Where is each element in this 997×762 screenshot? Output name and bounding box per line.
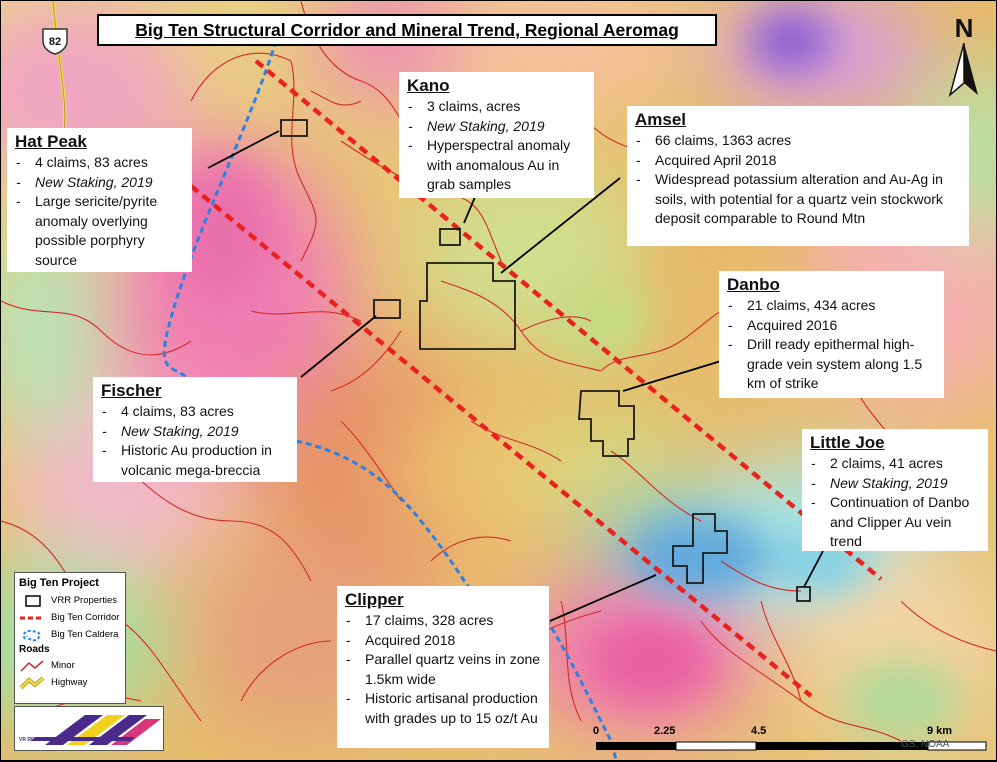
clipper-line: Acquired 2018: [345, 631, 541, 651]
danbo-name: Danbo: [727, 275, 780, 294]
callout-kano[interactable]: Kano 3 claims, acres New Staking, 2019 H…: [399, 72, 594, 198]
legend-row-properties: VRR Properties: [19, 592, 121, 609]
scale-bar-graphic: [596, 741, 987, 751]
highway-number: 82: [49, 36, 61, 48]
caldera-boundary-south: [295, 439, 483, 603]
callout-clipper[interactable]: Clipper 17 claims, 328 acres Acquired 20…: [337, 586, 549, 748]
hat-peak-name: Hat Peak: [15, 132, 87, 151]
scale-label: 9 km: [927, 725, 953, 737]
map-credit: GS, NOAA: [901, 739, 950, 750]
scale-label: 4.5: [751, 725, 767, 737]
callout-hat-peak[interactable]: Hat Peak 4 claims, 83 acres New Staking,…: [7, 128, 192, 272]
legend-title: Big Ten Project: [19, 577, 99, 589]
amsel-line: Widespread potassium alteration and Au-A…: [635, 170, 961, 229]
kano-line: Hyperspectral anomaly with anomalous Au …: [407, 136, 586, 195]
callout-amsel[interactable]: Amsel 66 claims, 1363 acres Acquired Apr…: [627, 106, 969, 246]
callout-danbo[interactable]: Danbo 21 claims, 434 acres Acquired 2016…: [719, 271, 944, 398]
north-label: N: [955, 13, 974, 43]
hat-peak-line: New Staking, 2019: [15, 173, 184, 193]
legend-label: Minor: [51, 660, 75, 671]
caldera-boundary-west: [162, 40, 278, 383]
map-legend: Big Ten Project VRR Properties Big Ten C…: [14, 572, 126, 704]
legend-roads-heading: Roads: [19, 644, 50, 655]
property-fischer[interactable]: [373, 299, 401, 319]
scale-label: 2.25: [654, 725, 676, 737]
minor-road-swatch-icon: [20, 659, 44, 672]
map-title: Big Ten Structural Corridor and Mineral …: [97, 14, 717, 46]
danbo-line: 21 claims, 434 acres: [727, 296, 936, 316]
fischer-line: New Staking, 2019: [101, 422, 289, 442]
vrr-properties: [280, 119, 811, 602]
vr-resources-logo: VR RESOURCES: [14, 706, 164, 751]
kano-line: New Staking, 2019: [407, 117, 586, 137]
hat-peak-line: 4 claims, 83 acres: [15, 153, 184, 173]
little-joe-name: Little Joe: [810, 433, 885, 452]
clipper-line: Historic artisanal production with grade…: [345, 689, 541, 728]
little-joe-line: 2 claims, 41 acres: [810, 454, 980, 474]
caldera-swatch-icon: [22, 629, 41, 641]
scale-label: 0: [593, 725, 600, 737]
clipper-line: Parallel quartz veins in zone 1.5km wide: [345, 650, 541, 689]
property-kano[interactable]: [439, 228, 461, 246]
fischer-line: 4 claims, 83 acres: [101, 402, 289, 422]
kano-name: Kano: [407, 76, 450, 95]
north-arrow-icon: N: [948, 13, 978, 98]
legend-label: VRR Properties: [51, 595, 117, 606]
corridor-swatch-icon: [20, 616, 44, 619]
leader-lines: [207, 130, 824, 622]
danbo-line: Acquired 2016: [727, 316, 936, 336]
hat-peak-line: Large sericite/pyrite anomaly overlying …: [15, 192, 184, 270]
legend-row-highway: Highway: [19, 674, 121, 691]
legend-row-corridor: Big Ten Corridor: [19, 609, 121, 626]
property-clipper[interactable]: [672, 513, 728, 584]
property-little-joe[interactable]: [796, 586, 811, 602]
logo-text: VR RESOURCES: [19, 737, 60, 743]
fischer-name: Fischer: [101, 381, 162, 400]
highway-shield-icon: 82: [42, 28, 68, 55]
little-joe-line: New Staking, 2019: [810, 474, 980, 494]
scale-bar: 0 2.25 4.5 9 km: [593, 725, 988, 755]
property-swatch-icon: [25, 594, 41, 607]
property-hat-peak[interactable]: [280, 119, 308, 137]
legend-label: Big Ten Corridor: [51, 612, 120, 623]
clipper-line: 17 claims, 328 acres: [345, 611, 541, 631]
fischer-line: Historic Au production in volcanic mega-…: [101, 441, 289, 480]
little-joe-line: Continuation of Danbo and Clipper Au vei…: [810, 493, 980, 552]
logo-mark-icon: [31, 715, 161, 745]
legend-label: Highway: [51, 677, 88, 688]
kano-line: 3 claims, acres: [407, 97, 586, 117]
legend-label: Big Ten Caldera: [51, 629, 119, 640]
amsel-line: 66 claims, 1363 acres: [635, 131, 961, 151]
corridor-line-north: [254, 59, 883, 581]
amsel-line: Acquired April 2018: [635, 151, 961, 171]
amsel-name: Amsel: [635, 110, 687, 129]
callout-fischer[interactable]: Fischer 4 claims, 83 acres New Staking, …: [93, 377, 297, 482]
clipper-name: Clipper: [345, 590, 404, 609]
property-danbo[interactable]: [578, 390, 635, 457]
caldera-boundary-southeast: [539, 610, 618, 760]
property-amsel[interactable]: [419, 262, 516, 350]
highway-swatch-icon: [19, 675, 45, 689]
legend-row-minor-road: Minor: [19, 657, 121, 674]
legend-row-caldera: Big Ten Caldera: [19, 626, 121, 643]
danbo-line: Drill ready epithermal high-grade vein s…: [727, 335, 936, 394]
callout-little-joe[interactable]: Little Joe 2 claims, 41 acres New Stakin…: [802, 429, 988, 551]
